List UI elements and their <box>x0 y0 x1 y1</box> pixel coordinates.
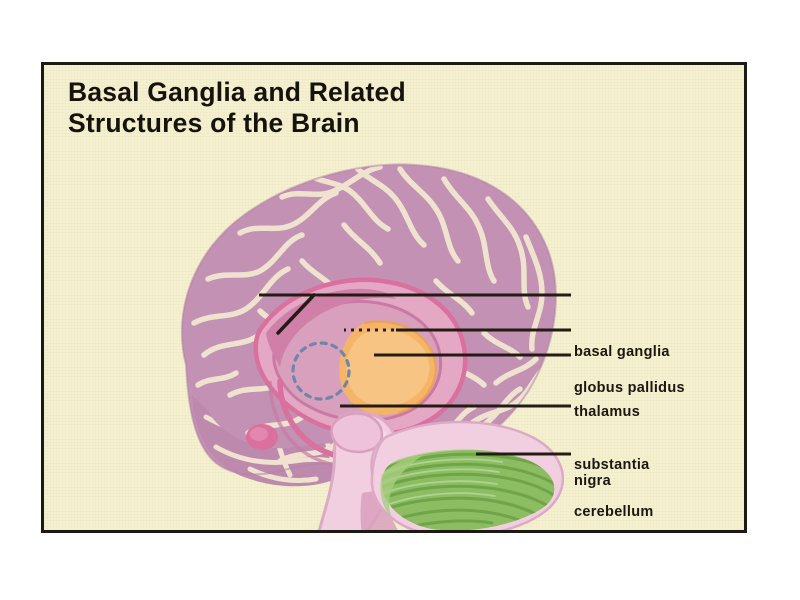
brain-illustration <box>180 163 571 530</box>
label-basal-ganglia: basal ganglia <box>574 344 670 360</box>
label-substantia-nigra: substantia nigra <box>574 457 650 490</box>
label-cerebellum: cerebellum <box>574 504 654 520</box>
leader-lines <box>259 293 571 456</box>
globus-pallidus-marker <box>291 341 351 401</box>
thalamus-region <box>339 320 437 415</box>
illustration-panel: Basal Ganglia and Related Structures of … <box>41 62 747 533</box>
label-globus-pallidus: globus pallidus <box>574 380 685 396</box>
cerebellum <box>370 420 565 530</box>
figure-title: Basal Ganglia and Related Structures of … <box>68 77 406 139</box>
pointer-basal-ganglia <box>276 293 316 335</box>
label-thalamus: thalamus <box>574 404 641 420</box>
